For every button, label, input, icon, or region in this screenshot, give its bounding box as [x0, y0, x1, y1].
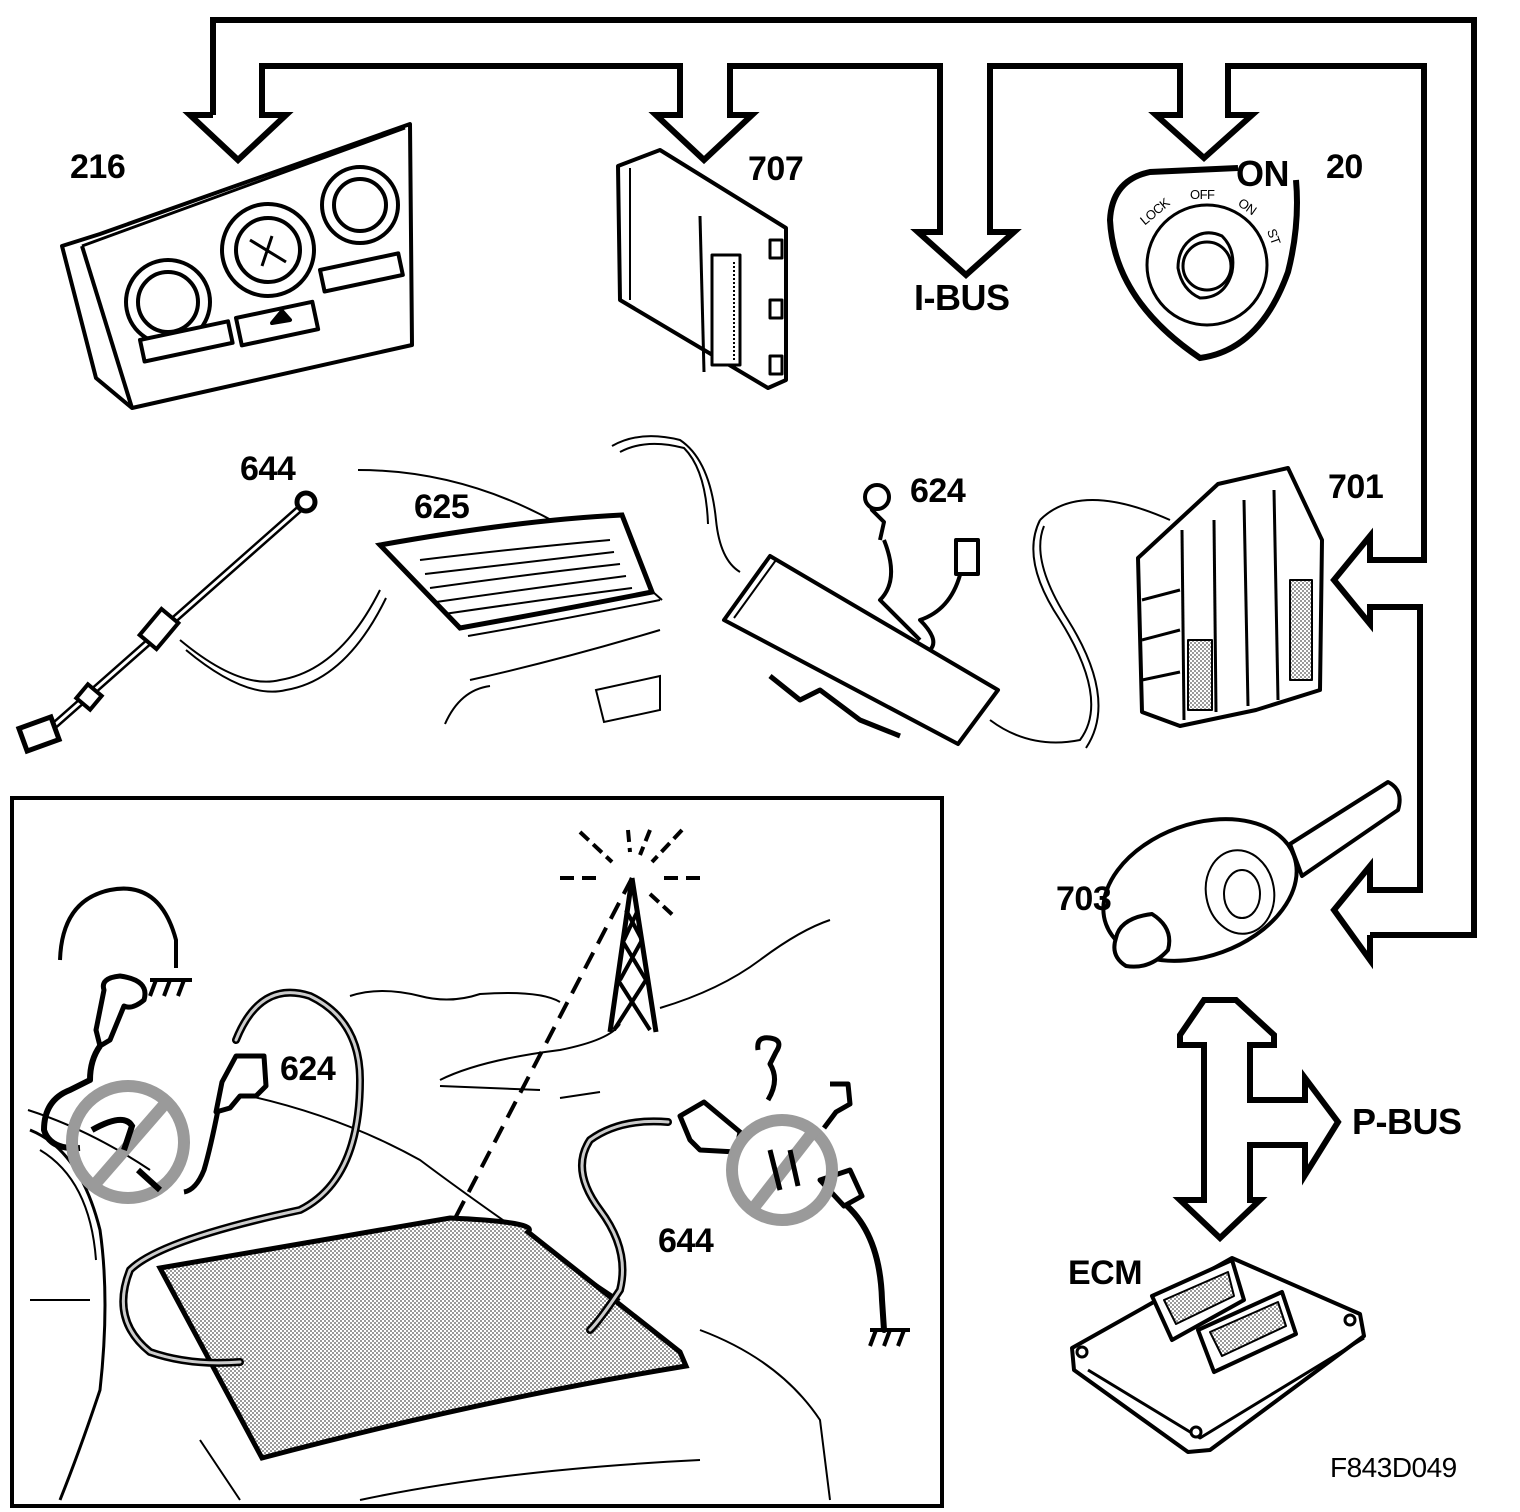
label-624-inset: 624	[280, 1050, 336, 1088]
ground-symbol-icon	[58, 886, 910, 1347]
ibus-outer-path	[210, 17, 1477, 938]
label-ignition-on: ON	[1236, 153, 1290, 194]
label-624-top: 624	[910, 472, 966, 510]
label-ibus: I-BUS	[914, 277, 1010, 318]
steering-module-703	[1101, 780, 1402, 969]
fuse-box-701	[1136, 466, 1324, 728]
prohibited-icon-right	[726, 1114, 838, 1226]
inset-panel	[10, 796, 944, 1508]
climate-control-panel-216	[60, 122, 414, 410]
prohibited-icon	[66, 1080, 190, 1204]
label-703: 703	[1056, 880, 1112, 918]
label-20: 20	[1326, 148, 1363, 186]
inset-connectors-left	[41, 973, 269, 1195]
label-ecm: ECM	[1068, 1254, 1143, 1292]
pbus-arrow-shape	[1172, 997, 1342, 1243]
label-216: 216	[70, 148, 126, 186]
arrow-to-216	[182, 63, 1427, 970]
pbus-arrows	[1172, 997, 1342, 1243]
label-644-top: 644	[240, 450, 296, 488]
ibus-arrows	[182, 17, 1477, 970]
label-701: 701	[1328, 468, 1384, 506]
label-pbus: P-BUS	[1352, 1101, 1462, 1142]
landscape	[349, 919, 831, 1099]
label-625: 625	[414, 488, 470, 526]
ignition-pos-off: OFF	[1190, 187, 1215, 202]
ground-cable-644	[15, 490, 318, 755]
label-707: 707	[748, 150, 804, 188]
inset-rear-window	[156, 1215, 690, 1461]
figure-reference-id: F843D049	[1330, 1452, 1457, 1483]
label-644-inset: 644	[658, 1222, 714, 1260]
module-707	[616, 148, 788, 390]
ecm-module	[1070, 1256, 1366, 1454]
rear-window-625	[179, 435, 741, 725]
ignition-switch-20	[1106, 165, 1300, 362]
amplifier-624	[722, 483, 1171, 749]
